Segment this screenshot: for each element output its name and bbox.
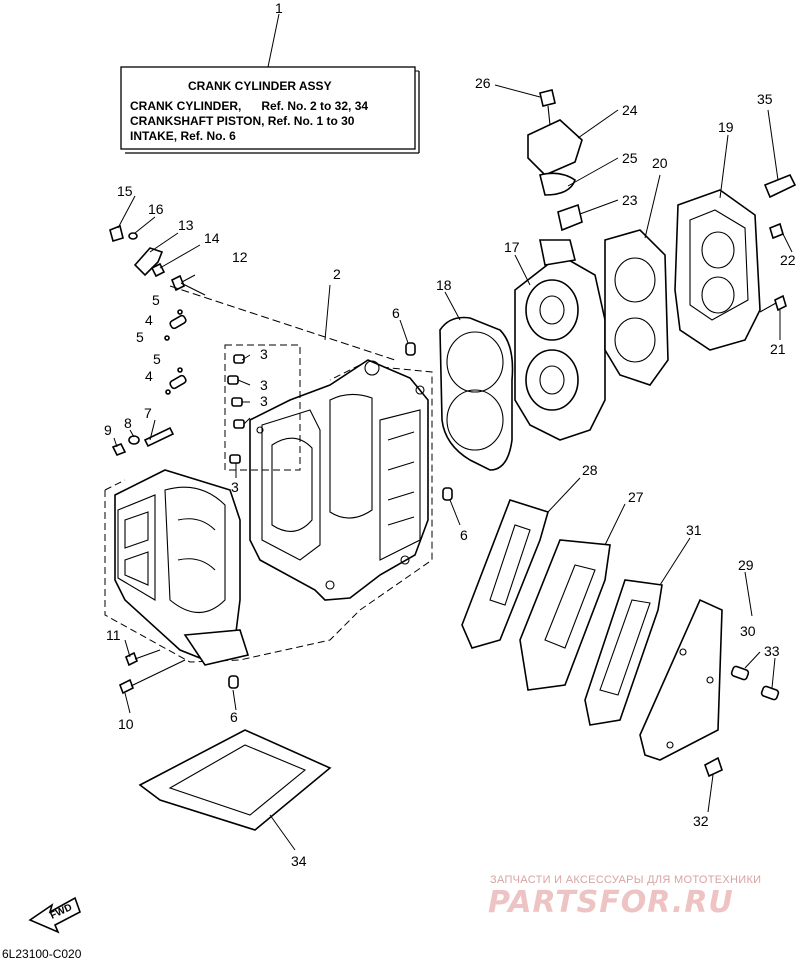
small-parts-group-outline bbox=[224, 344, 301, 471]
callout-14: 14 bbox=[204, 230, 220, 246]
callout-19: 19 bbox=[718, 119, 734, 135]
bushing-parts bbox=[227, 354, 245, 464]
callout-13: 13 bbox=[178, 217, 194, 233]
callout-numbers: 1 2 3 3 3 3 4 4 5 5 5 6 6 6 7 8 9 10 11 … bbox=[104, 0, 796, 869]
head-cover-gasket bbox=[604, 229, 669, 386]
anode-pin-bolt bbox=[704, 665, 780, 778]
crankcase-cylinder-block bbox=[189, 359, 433, 663]
dowel-pin-mid bbox=[442, 487, 453, 501]
callout-6b: 6 bbox=[460, 527, 468, 543]
callout-18: 18 bbox=[436, 277, 452, 293]
callout-3b: 3 bbox=[260, 377, 268, 393]
upper-left-hardware bbox=[109, 224, 396, 361]
watermark-logo: PARTSFOR.RU bbox=[488, 885, 734, 920]
callout-5c: 5 bbox=[153, 351, 161, 367]
callout-11: 11 bbox=[106, 627, 121, 643]
callout-3a: 3 bbox=[260, 346, 268, 362]
dowel-pin-bottom bbox=[228, 675, 239, 689]
callout-5a: 5 bbox=[152, 292, 160, 308]
callout-31: 31 bbox=[686, 522, 702, 538]
forward-direction-arrow: FWD bbox=[28, 896, 81, 934]
cylinder-head-gasket bbox=[439, 316, 514, 471]
callout-32: 32 bbox=[693, 813, 709, 829]
callout-10: 10 bbox=[118, 716, 134, 732]
base-gasket bbox=[138, 729, 332, 831]
callout-8: 8 bbox=[124, 415, 132, 431]
assembly-line-2: CRANKSHAFT PISTON, Ref. No. 1 to 30 bbox=[130, 114, 355, 128]
callout-27: 27 bbox=[628, 489, 644, 505]
cylinder-head-cover bbox=[674, 189, 761, 351]
manifold-bolts bbox=[118, 649, 186, 695]
callout-24: 24 bbox=[622, 102, 638, 118]
callout-12: 12 bbox=[232, 249, 248, 265]
callout-22: 22 bbox=[780, 252, 796, 268]
callout-30: 30 bbox=[740, 623, 756, 639]
assembly-line-1: CRANK CYLINDER, Ref. No. 2 to 32, 34 bbox=[130, 99, 368, 113]
callout-21: 21 bbox=[770, 341, 786, 357]
callout-17: 17 bbox=[504, 239, 520, 255]
callout-2: 2 bbox=[333, 266, 341, 282]
callout-4b: 4 bbox=[145, 368, 153, 384]
assembly-reference-box: CRANK CYLINDER ASSY CRANK CYLINDER, Ref.… bbox=[120, 66, 420, 154]
callout-9: 9 bbox=[104, 422, 112, 438]
callout-28: 28 bbox=[582, 462, 598, 478]
callout-29: 29 bbox=[738, 557, 754, 573]
callout-15: 15 bbox=[117, 183, 133, 199]
callout-33: 33 bbox=[764, 643, 780, 659]
assembly-line-3: INTAKE, Ref. No. 6 bbox=[130, 129, 236, 143]
callout-34: 34 bbox=[291, 853, 307, 869]
callout-25: 25 bbox=[622, 150, 638, 166]
callout-20: 20 bbox=[652, 155, 668, 171]
temp-sensor-and-bolts bbox=[759, 173, 797, 313]
callout-23: 23 bbox=[622, 192, 638, 208]
callout-3c: 3 bbox=[260, 393, 268, 409]
diagram-code: 6L23100-C020 bbox=[2, 947, 82, 961]
callout-6c: 6 bbox=[230, 709, 238, 725]
callout-35: 35 bbox=[757, 91, 773, 107]
callout-6a: 6 bbox=[392, 305, 400, 321]
callout-3d: 3 bbox=[231, 479, 239, 495]
callout-5b: 5 bbox=[136, 329, 144, 345]
thermostat-parts bbox=[527, 89, 583, 232]
watermark: ЗАПЧАСТИ И АКСЕССУАРЫ ДЛЯ МОТОТЕХНИКИ PA… bbox=[488, 874, 761, 920]
callout-26: 26 bbox=[475, 75, 491, 91]
exhaust-gaskets-and-cover bbox=[461, 499, 723, 761]
cylinder-head bbox=[514, 239, 606, 441]
dowel-pin-top bbox=[405, 342, 416, 356]
watermark-tagline: ЗАПЧАСТИ И АКСЕССУАРЫ ДЛЯ МОТОТЕХНИКИ bbox=[490, 874, 761, 886]
stud-washer-nut bbox=[111, 426, 175, 457]
leader-lines bbox=[113, 84, 793, 851]
callout-16: 16 bbox=[148, 201, 164, 217]
callout-7: 7 bbox=[144, 405, 152, 421]
callout-4a: 4 bbox=[145, 312, 153, 328]
callout-1: 1 bbox=[275, 0, 283, 16]
intake-manifold bbox=[104, 469, 250, 666]
pin-parts bbox=[164, 309, 187, 395]
assembly-title: CRANK CYLINDER ASSY bbox=[188, 79, 332, 93]
